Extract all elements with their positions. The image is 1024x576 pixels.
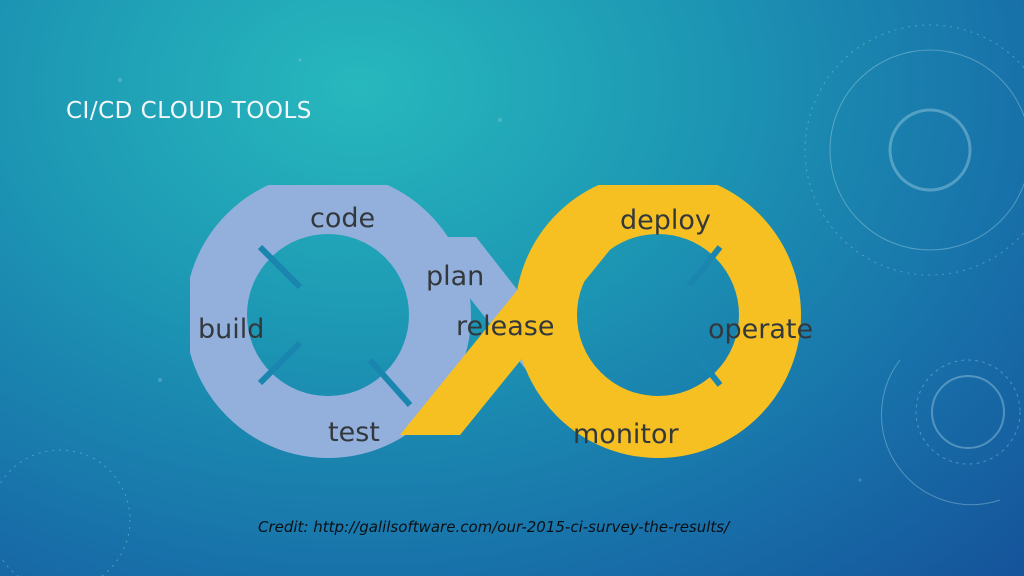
stage-label-release: release [456, 311, 554, 342]
stage-label-operate: operate [708, 314, 813, 345]
stage-label-deploy: deploy [620, 205, 711, 236]
left-loop [190, 185, 471, 458]
stage-label-monitor: monitor [573, 419, 680, 450]
release-crossing-segment [400, 225, 630, 435]
stage-label-plan: plan [426, 261, 484, 292]
stage-label-code: code [310, 203, 375, 234]
devops-infinity-diagram: code plan build release test deploy oper… [190, 185, 813, 458]
stage-label-test: test [328, 417, 380, 448]
image-credit: Credit: http://galilsoftware.com/our-201… [258, 518, 730, 536]
stage-label-build: build [198, 314, 264, 345]
slide-title: CI/CD CLOUD TOOLS [66, 98, 312, 124]
